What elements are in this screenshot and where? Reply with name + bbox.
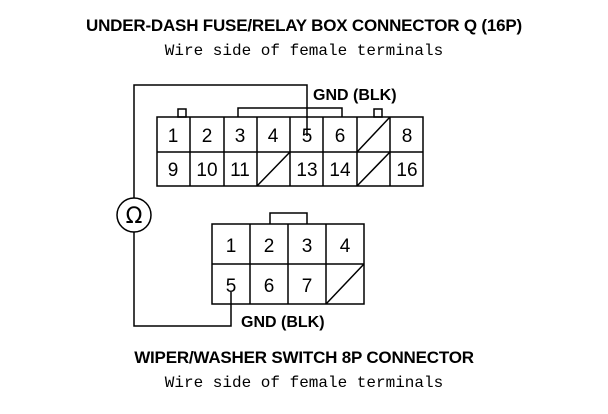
top-pin-11: 11 (230, 160, 250, 181)
top-pin-14: 14 (329, 160, 351, 181)
top-pin-4: 4 (268, 126, 279, 147)
top-pin-10: 10 (196, 160, 217, 181)
ohmmeter: Ω (116, 197, 152, 233)
top-pin-8: 8 (402, 126, 413, 147)
lead-to-top-pin-5 (133, 84, 308, 198)
top-pin-3: 3 (235, 126, 246, 147)
top-connector-key-left (177, 108, 187, 118)
top-pin-16: 16 (396, 160, 417, 181)
top-pin-9: 9 (168, 160, 179, 181)
top-pin-1: 1 (168, 126, 179, 147)
top-pin-13: 13 (296, 160, 317, 181)
top-pin-2: 2 (202, 126, 213, 147)
top-pin-5: 5 (302, 126, 313, 147)
top-connector-pins: 1 2 3 4 5 6 8 9 10 11 13 14 16 (168, 126, 418, 181)
bottom-connector (211, 212, 365, 305)
bottom-connector-pins: 1 2 3 4 5 6 7 (226, 236, 351, 297)
top-connector (156, 107, 424, 187)
bottom-pin-6: 6 (264, 276, 275, 297)
top-connector-lock-tab (237, 107, 343, 117)
ohmmeter-body (116, 197, 152, 233)
bottom-pin-4: 4 (340, 236, 351, 257)
bottom-pin-7: 7 (302, 276, 313, 297)
bottom-gnd-label: GND (BLK) (241, 314, 325, 331)
bottom-pin-2: 2 (264, 236, 275, 257)
top-gnd-label: GND (BLK) (313, 87, 397, 104)
bottom-pin-5: 5 (226, 276, 237, 297)
bottom-connector-subtitle: Wire side of female terminals (164, 374, 444, 392)
bottom-connector-lock-tab (269, 212, 308, 224)
top-empty-slot-15 (356, 151, 391, 187)
top-pin-6: 6 (335, 126, 346, 147)
top-connector-subtitle: Wire side of female terminals (164, 42, 444, 60)
bottom-connector-title: WIPER/WASHER SWITCH 8P CONNECTOR (134, 348, 474, 367)
top-empty-slot-7 (356, 116, 391, 153)
bottom-pin-3: 3 (302, 236, 313, 257)
bottom-pin-1: 1 (226, 236, 237, 257)
top-connector-key-right (373, 108, 383, 118)
ohmmeter-leads (133, 84, 308, 327)
top-connector-title: UNDER-DASH FUSE/RELAY BOX CONNECTOR Q (1… (86, 16, 522, 35)
lead-to-bottom-pin-5 (133, 232, 232, 327)
top-empty-slot-12 (256, 151, 291, 187)
ohm-icon: Ω (126, 204, 143, 229)
bottom-empty-slot-8 (325, 263, 365, 305)
